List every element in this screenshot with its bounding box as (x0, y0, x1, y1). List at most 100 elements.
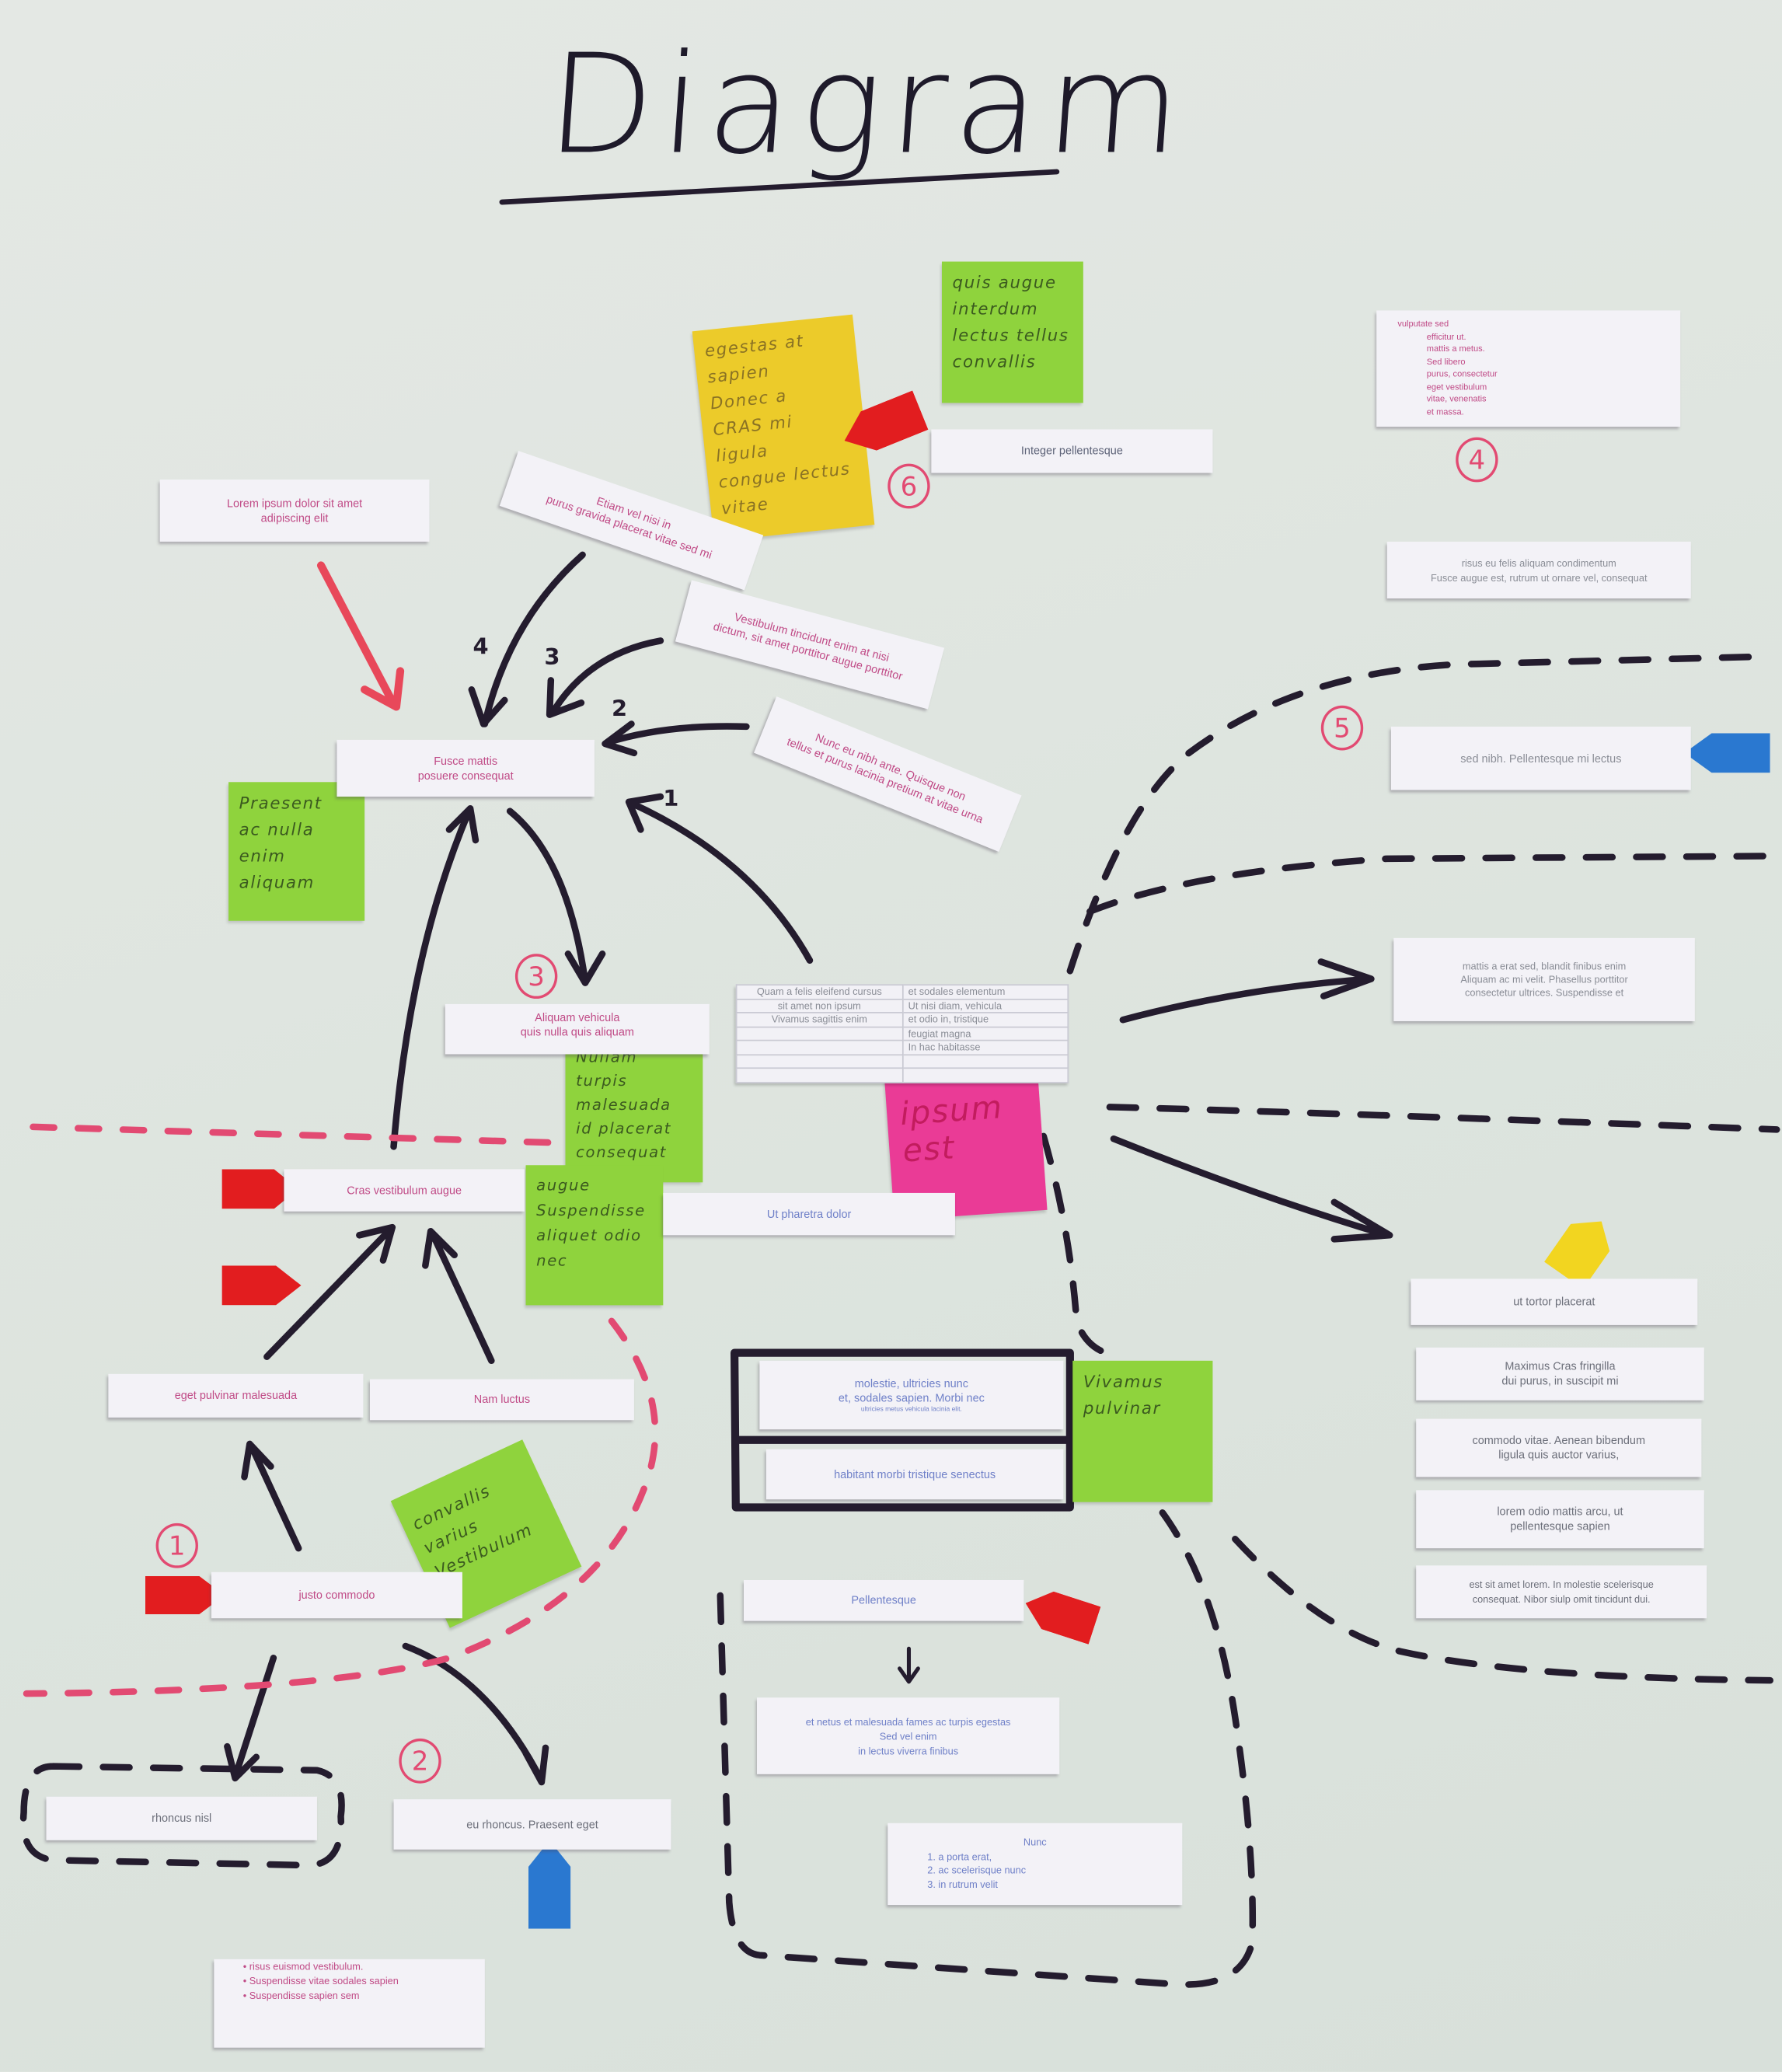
table-row (735, 1067, 1069, 1083)
red-dashed-line-top (30, 1123, 559, 1146)
arrow-eget-to-cras (263, 1223, 396, 1360)
step-4-circle: 4 (1456, 437, 1498, 483)
list-item: • Suspendisse vitae sodales sapien (242, 1975, 399, 1987)
dashed-line-right (1106, 1104, 1780, 1133)
table-row (735, 1053, 1069, 1069)
list-heading: Nunc (1023, 1836, 1047, 1849)
arrow-4 (468, 551, 586, 727)
sticky-note-green-top: quis augue interdum lectus tellus conval… (941, 261, 1083, 403)
card-lorem-ipsum: Lorem ipsum dolor sit amet adipiscing el… (159, 480, 430, 542)
step-5-circle: 5 (1320, 705, 1364, 751)
list-item: mattis a metus. (1426, 344, 1485, 354)
red-arrow (316, 561, 405, 711)
red-dashed-curve (23, 1317, 659, 1697)
arrow-to-eu-rhoncus (402, 1642, 549, 1786)
table-row: feugiat magna (735, 1025, 1069, 1041)
double-box-outline (730, 1348, 1074, 1512)
arrow-fusce-to-aliquam (506, 808, 606, 986)
step-6-circle: 6 (888, 463, 930, 509)
arrow-number-2: 2 (612, 696, 628, 723)
step-1-circle: 1 (155, 1523, 198, 1568)
arrow-pellentesque-down (898, 1646, 920, 1684)
sticky-note-green-left: Praesent ac nulla enim aliquam (228, 782, 365, 921)
card-fusce: Fusce mattis posuere consequat (337, 739, 595, 797)
card-vulputate-list: vulputate sed efficitur ut. mattis a met… (1376, 310, 1681, 427)
card-commodo: commodo vitae. Aenean bibendum ligula qu… (1416, 1418, 1702, 1477)
card-cras: Cras vestibulum augue (284, 1169, 525, 1212)
card-risus: risus eu felis aliquam condimentum Fusce… (1386, 541, 1691, 599)
table-cell: Vivamus sagittis enim (735, 1012, 903, 1027)
card-rhoncus: rhoncus nisl (46, 1796, 317, 1840)
sticky-note-augue: augue Suspendisse aliquet odio nec (525, 1165, 664, 1306)
list-item: eget vestibulum (1426, 382, 1487, 392)
table-cell (901, 1053, 1069, 1069)
arrow-2 (602, 720, 750, 757)
card-molestie-text: molestie, ultricies nunc et, sodales sap… (838, 1376, 985, 1404)
card-est-sit-amet: est sit amet lorem. In molestie sceleris… (1416, 1565, 1707, 1619)
list-item: vitae, venenatis (1426, 395, 1487, 405)
list-item: et massa. (1426, 407, 1464, 417)
arrow-nam-to-cras (422, 1227, 495, 1365)
card-aliquam: Aliquam vehicula quis nulla quis aliquam (445, 1003, 710, 1055)
dashed-region-outline (717, 1132, 1257, 1988)
card-sed-nibh: sed nibh. Pellentesque mi lectus (1390, 726, 1691, 790)
card-justo: justo commodo (211, 1571, 462, 1619)
list-item: Sed libero (1426, 357, 1466, 367)
arrow-3 (546, 637, 664, 718)
card-ut-pharetra: Ut pharetra dolor (663, 1192, 955, 1236)
card-molestie: molestie, ultricies nunc et, sodales sap… (759, 1360, 1064, 1430)
table-cell (735, 1053, 903, 1069)
arrow-to-ut-tortor (1110, 1135, 1393, 1243)
sticky-note-vivamus: Vivamus pulvinar (1072, 1360, 1213, 1502)
table-cell: Quam a felis eleifend cursus (735, 984, 903, 999)
arrow-justo-to-eget (241, 1440, 302, 1552)
card-bullet-list: • risus euismod vestibulum. • Suspendiss… (214, 1959, 485, 2048)
list-heading: vulputate sed (1397, 319, 1449, 330)
sticky-note-yellow: egestas at sapien Donec a CRAS mi ligula… (692, 314, 875, 542)
list-item: purus, consectetur (1426, 369, 1498, 379)
arrow-number-3: 3 (544, 644, 560, 671)
arrow-to-rhoncus (224, 1654, 277, 1782)
table-cell: In hac habitasse (901, 1039, 1069, 1055)
sticky-note-nullam: Nullam turpis malesuada id placerat cons… (565, 1037, 703, 1185)
step-3-circle: 3 (514, 954, 558, 999)
arrow-number-4: 4 (473, 633, 489, 661)
table-cell: et sodales elementum (901, 984, 1069, 999)
card-eu-rhoncus: eu rhoncus. Praesent eget (393, 1799, 671, 1850)
card-eget: eget pulvinar malesuada (108, 1373, 364, 1418)
table-row: In hac habitasse (735, 1039, 1069, 1055)
list-item: 2. ac scelerisque nunc (927, 1864, 1027, 1876)
table-cell (901, 1067, 1069, 1083)
card-nam-luctus: Nam luctus (369, 1379, 634, 1421)
card-lorem-odio: lorem odio mattis arcu, ut pellentesque … (1416, 1490, 1704, 1549)
list-item: • risus euismod vestibulum. (242, 1960, 364, 1973)
arrow-cras-to-fusce (390, 805, 480, 1150)
table-cell: sit amet non ipsum (735, 998, 903, 1013)
card-molestie-small-text: ultricies metus vehicula lacinia elit. (860, 1404, 962, 1413)
dashed-rounded-box (19, 1763, 345, 1869)
card-maximus: Maximus Cras fringilla dui purus, in sus… (1416, 1347, 1704, 1401)
table-cell (735, 1067, 903, 1083)
card-pellentesque: Pellentesque (743, 1579, 1024, 1621)
card-netus: et netus et malesuada fames ac turpis eg… (756, 1697, 1060, 1774)
arrow-1 (625, 793, 814, 964)
list-item: 3. in rutrum velit (927, 1878, 998, 1890)
list-item: 1. a porta erat, (927, 1850, 992, 1862)
table-cell (735, 1039, 903, 1055)
table-cell: Ut nisi diam, vehicula (901, 998, 1069, 1013)
card-nunc-list: Nunc 1. a porta erat, 2. ac scelerisque … (888, 1823, 1183, 1906)
list-item: efficitur ut. (1426, 332, 1466, 342)
table-cell: et odio in, tristique (901, 1012, 1069, 1027)
table-cell (735, 1025, 903, 1041)
arrow-number-1: 1 (663, 786, 679, 813)
card-ut-tortor: ut tortor placerat (1411, 1278, 1698, 1325)
card-habitant: habitant morbi tristique senectus (765, 1449, 1064, 1500)
title-underline (499, 169, 1060, 205)
arrow-table-to-mattis (1119, 958, 1375, 1024)
